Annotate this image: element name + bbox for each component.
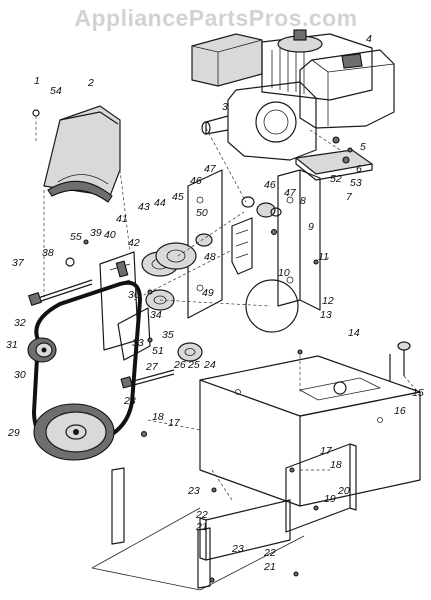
callout-24: 24 <box>203 359 216 371</box>
fasteners <box>83 136 353 583</box>
callout-38: 38 <box>42 247 54 259</box>
callout-21a: 21 <box>195 521 208 533</box>
callout-48: 48 <box>204 251 216 263</box>
bolt <box>28 257 93 306</box>
callout-10: 10 <box>278 267 290 279</box>
callout-32: 32 <box>14 317 26 329</box>
callout-39: 39 <box>90 227 102 239</box>
callout-37: 37 <box>12 257 25 269</box>
callout-49: 49 <box>202 287 214 299</box>
skid-outline <box>91 507 305 591</box>
callout-21b: 21 <box>263 561 276 573</box>
callout-19: 19 <box>324 493 336 505</box>
callout-53: 53 <box>350 177 362 189</box>
side-panel <box>285 443 357 533</box>
callout-55: 55 <box>70 231 82 243</box>
callout-30: 30 <box>14 369 26 381</box>
callout-50: 50 <box>196 207 208 219</box>
callout-3: 3 <box>222 101 228 113</box>
callout-46b: 46 <box>264 179 276 191</box>
callout-18a: 18 <box>152 411 164 423</box>
callout-25: 25 <box>187 359 200 371</box>
pin-fastener <box>389 341 411 382</box>
callout-22a: 22 <box>195 509 208 521</box>
callout-47b: 47 <box>284 187 297 199</box>
callout-46a: 46 <box>190 175 202 187</box>
callout-2: 2 <box>87 77 94 89</box>
callout-36: 36 <box>128 289 140 301</box>
callout-17b: 17 <box>320 445 333 457</box>
callout-17a: 17 <box>168 417 181 429</box>
callout-6: 6 <box>356 163 362 175</box>
idler-arm <box>231 217 253 275</box>
callout-23b: 23 <box>231 543 244 555</box>
callout-1: 1 <box>34 75 40 87</box>
frame-bracket <box>187 169 321 319</box>
callout-16: 16 <box>394 405 406 417</box>
callout-45: 45 <box>172 191 184 203</box>
callout-34: 34 <box>150 309 162 321</box>
drive-pulley-large <box>33 403 115 461</box>
callout-35: 35 <box>162 329 174 341</box>
drive-pulley-small <box>27 337 57 363</box>
callout-51: 51 <box>152 345 164 357</box>
callout-29: 29 <box>7 427 20 439</box>
callout-42: 42 <box>128 237 140 249</box>
callout-28: 28 <box>123 395 136 407</box>
callout-31: 31 <box>6 339 18 351</box>
bearing-set <box>241 196 282 218</box>
engine <box>191 29 395 181</box>
pulley-bracket <box>99 251 139 351</box>
watermark: AppliancePartsPros.com <box>74 5 357 31</box>
callout-41: 41 <box>116 213 128 225</box>
callout-43: 43 <box>138 201 150 213</box>
callout-9: 9 <box>308 221 314 233</box>
callout-44: 44 <box>154 197 166 209</box>
callout-4: 4 <box>366 33 372 45</box>
callout-15: 15 <box>412 387 424 399</box>
callout-23a: 23 <box>187 485 200 497</box>
pulley-stack <box>141 242 197 311</box>
callout-52: 52 <box>330 173 342 185</box>
callout-18b: 18 <box>330 459 342 471</box>
support-channel <box>111 467 211 589</box>
idler-pulley-lower <box>177 342 203 362</box>
callout-54: 54 <box>50 85 62 97</box>
callout-8: 8 <box>300 195 306 207</box>
callout-22b: 22 <box>263 547 276 559</box>
bolt-lower <box>120 369 175 389</box>
callout-5: 5 <box>360 141 366 153</box>
callout-27: 27 <box>145 361 159 373</box>
callout-26: 26 <box>173 359 186 371</box>
spacer-plate <box>245 279 299 333</box>
callout-12: 12 <box>322 295 334 307</box>
belt-shield <box>32 105 121 203</box>
callout-7: 7 <box>346 191 353 203</box>
callout-20: 20 <box>337 485 350 497</box>
bottom-plate <box>199 499 291 561</box>
callout-40: 40 <box>104 229 116 241</box>
callout-47a: 47 <box>204 163 217 175</box>
callout-13: 13 <box>320 309 332 321</box>
callout-33: 33 <box>132 337 144 349</box>
idler-pulley <box>195 233 213 247</box>
callout-14: 14 <box>348 327 360 339</box>
callout-11: 11 <box>318 251 329 263</box>
frame-housing <box>199 355 421 507</box>
